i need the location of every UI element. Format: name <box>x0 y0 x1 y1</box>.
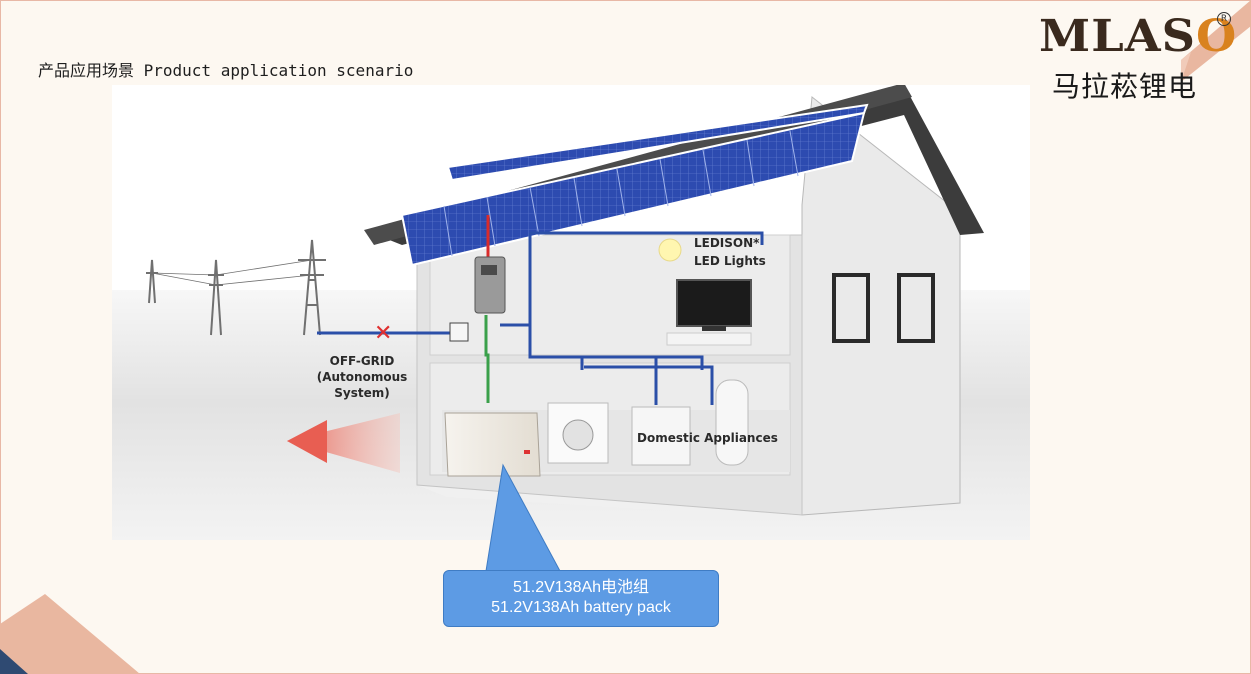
offgrid-label-line3: System) <box>334 386 389 400</box>
corner-decoration-top-right <box>1181 0 1251 82</box>
power-pylon-icon <box>146 239 326 336</box>
disconnect-x-icon: ✕ <box>374 321 392 346</box>
lights-label-line2: LED Lights <box>694 254 766 268</box>
brand-logo: MLASO <box>1039 11 1237 63</box>
water-heater-icon <box>715 379 749 466</box>
tv-icon <box>666 279 752 346</box>
callout-line1: 51.2V138Ah电池组 <box>512 579 650 596</box>
bulb-icon <box>658 238 682 262</box>
corner-decoration-bottom-left <box>0 594 140 674</box>
battery-callout: 51.2V138Ah电池组 51.2V138Ah battery pack <box>443 570 719 627</box>
brand-logo-text: MLAS <box>1039 11 1197 62</box>
solar-panel-icon <box>400 103 869 267</box>
brand-chinese-name: 马拉菘锂电 <box>1052 70 1198 103</box>
dryer-icon <box>631 406 691 466</box>
solar-house-illustration: ✕ LEDISON* LED Lights OFF-GRID (Autonomo… <box>112 85 1030 540</box>
lights-label-line1: LEDISON* <box>694 236 760 250</box>
washing-machine-icon <box>547 402 609 464</box>
export-arrow-icon <box>287 413 400 473</box>
callout-pointer <box>485 463 561 572</box>
offgrid-label-line1: OFF-GRID <box>330 354 395 368</box>
callout-line2: 51.2V138Ah battery pack <box>491 599 671 616</box>
battery-pack-icon <box>444 412 541 477</box>
offgrid-label-line2: (Autonomous <box>317 370 408 384</box>
appliances-label: Domestic Appliances <box>637 431 778 445</box>
registered-mark: R <box>1217 12 1231 26</box>
slide-title: 产品应用场景 Product application scenario <box>38 61 414 80</box>
